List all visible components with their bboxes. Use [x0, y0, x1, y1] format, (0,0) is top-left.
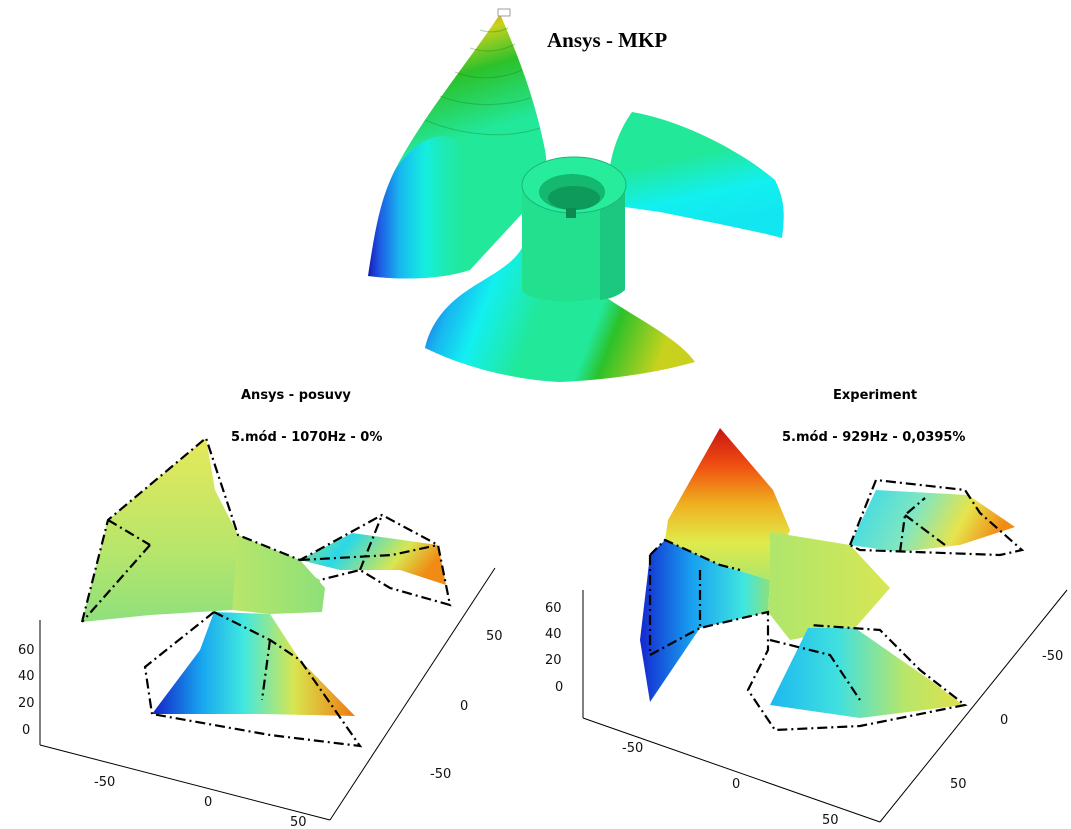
right-x-tick-0: 0	[732, 777, 740, 792]
right-z-tick-20: 20	[545, 653, 562, 668]
main-title: Ansys - MKP	[547, 28, 668, 52]
fem-blade-right	[608, 112, 784, 238]
left-x-tick-50: 50	[290, 815, 307, 829]
left-y-tick-0: 0	[460, 699, 468, 714]
right-surface-upper-blade	[665, 428, 790, 580]
right-mode-label: 5.mód - 929Hz - 0,0395%	[782, 430, 966, 445]
fem-propeller-model	[368, 8, 784, 382]
fem-contour-lines	[424, 27, 541, 136]
left-plot-heading: Ansys - posuvy	[241, 388, 351, 403]
fem-keyway	[566, 208, 576, 218]
right-3d-plot: 60 40 20 0 -50 0 50 -50 0 50	[545, 428, 1068, 828]
left-x-tick-neg50: -50	[94, 775, 115, 790]
left-surface-right-blade	[300, 533, 446, 585]
left-y-tick-50: 50	[486, 629, 503, 644]
fem-blade-upper-left-shading	[368, 136, 475, 279]
left-surface-hub	[232, 535, 325, 614]
right-surface-lower-blade	[770, 628, 963, 718]
right-surface-hub	[768, 532, 890, 640]
right-y-tick-0: 0	[1000, 713, 1008, 728]
right-z-tick-0: 0	[555, 680, 563, 695]
left-3d-plot: 60 40 20 0 -50 0 50 50 0 -50	[18, 436, 503, 829]
right-z-tick-40: 40	[545, 627, 562, 642]
fem-blade-lower	[425, 240, 695, 382]
left-z-tick-20: 20	[18, 696, 35, 711]
right-plot-heading: Experiment	[833, 388, 918, 403]
fem-hub-bore-inner	[548, 186, 600, 210]
right-z-tick-60: 60	[545, 601, 562, 616]
left-z-tick-60: 60	[18, 643, 35, 658]
right-undeformed-mesh	[648, 478, 1025, 732]
left-z-tick-0: 0	[22, 723, 30, 738]
left-x-tick-0: 0	[204, 795, 212, 810]
fem-triad-mark	[497, 8, 511, 17]
left-surface-lower-blade	[152, 612, 355, 716]
right-x-tick-neg50: -50	[622, 741, 643, 756]
fem-hub-body	[522, 182, 625, 302]
left-z-tick-40: 40	[18, 669, 35, 684]
fem-hub-shadow	[600, 182, 625, 300]
left-y-tick-neg50: -50	[430, 767, 451, 782]
left-mode-label: 5.mód - 1070Hz - 0%	[231, 430, 383, 445]
right-y-tick-neg50: -50	[1042, 649, 1063, 664]
right-surface-left-blade	[640, 540, 770, 702]
left-undeformed-mesh	[80, 436, 452, 748]
right-surface-right-blade	[850, 490, 1015, 552]
right-y-tick-50: 50	[950, 777, 967, 792]
right-x-tick-50: 50	[822, 813, 839, 828]
